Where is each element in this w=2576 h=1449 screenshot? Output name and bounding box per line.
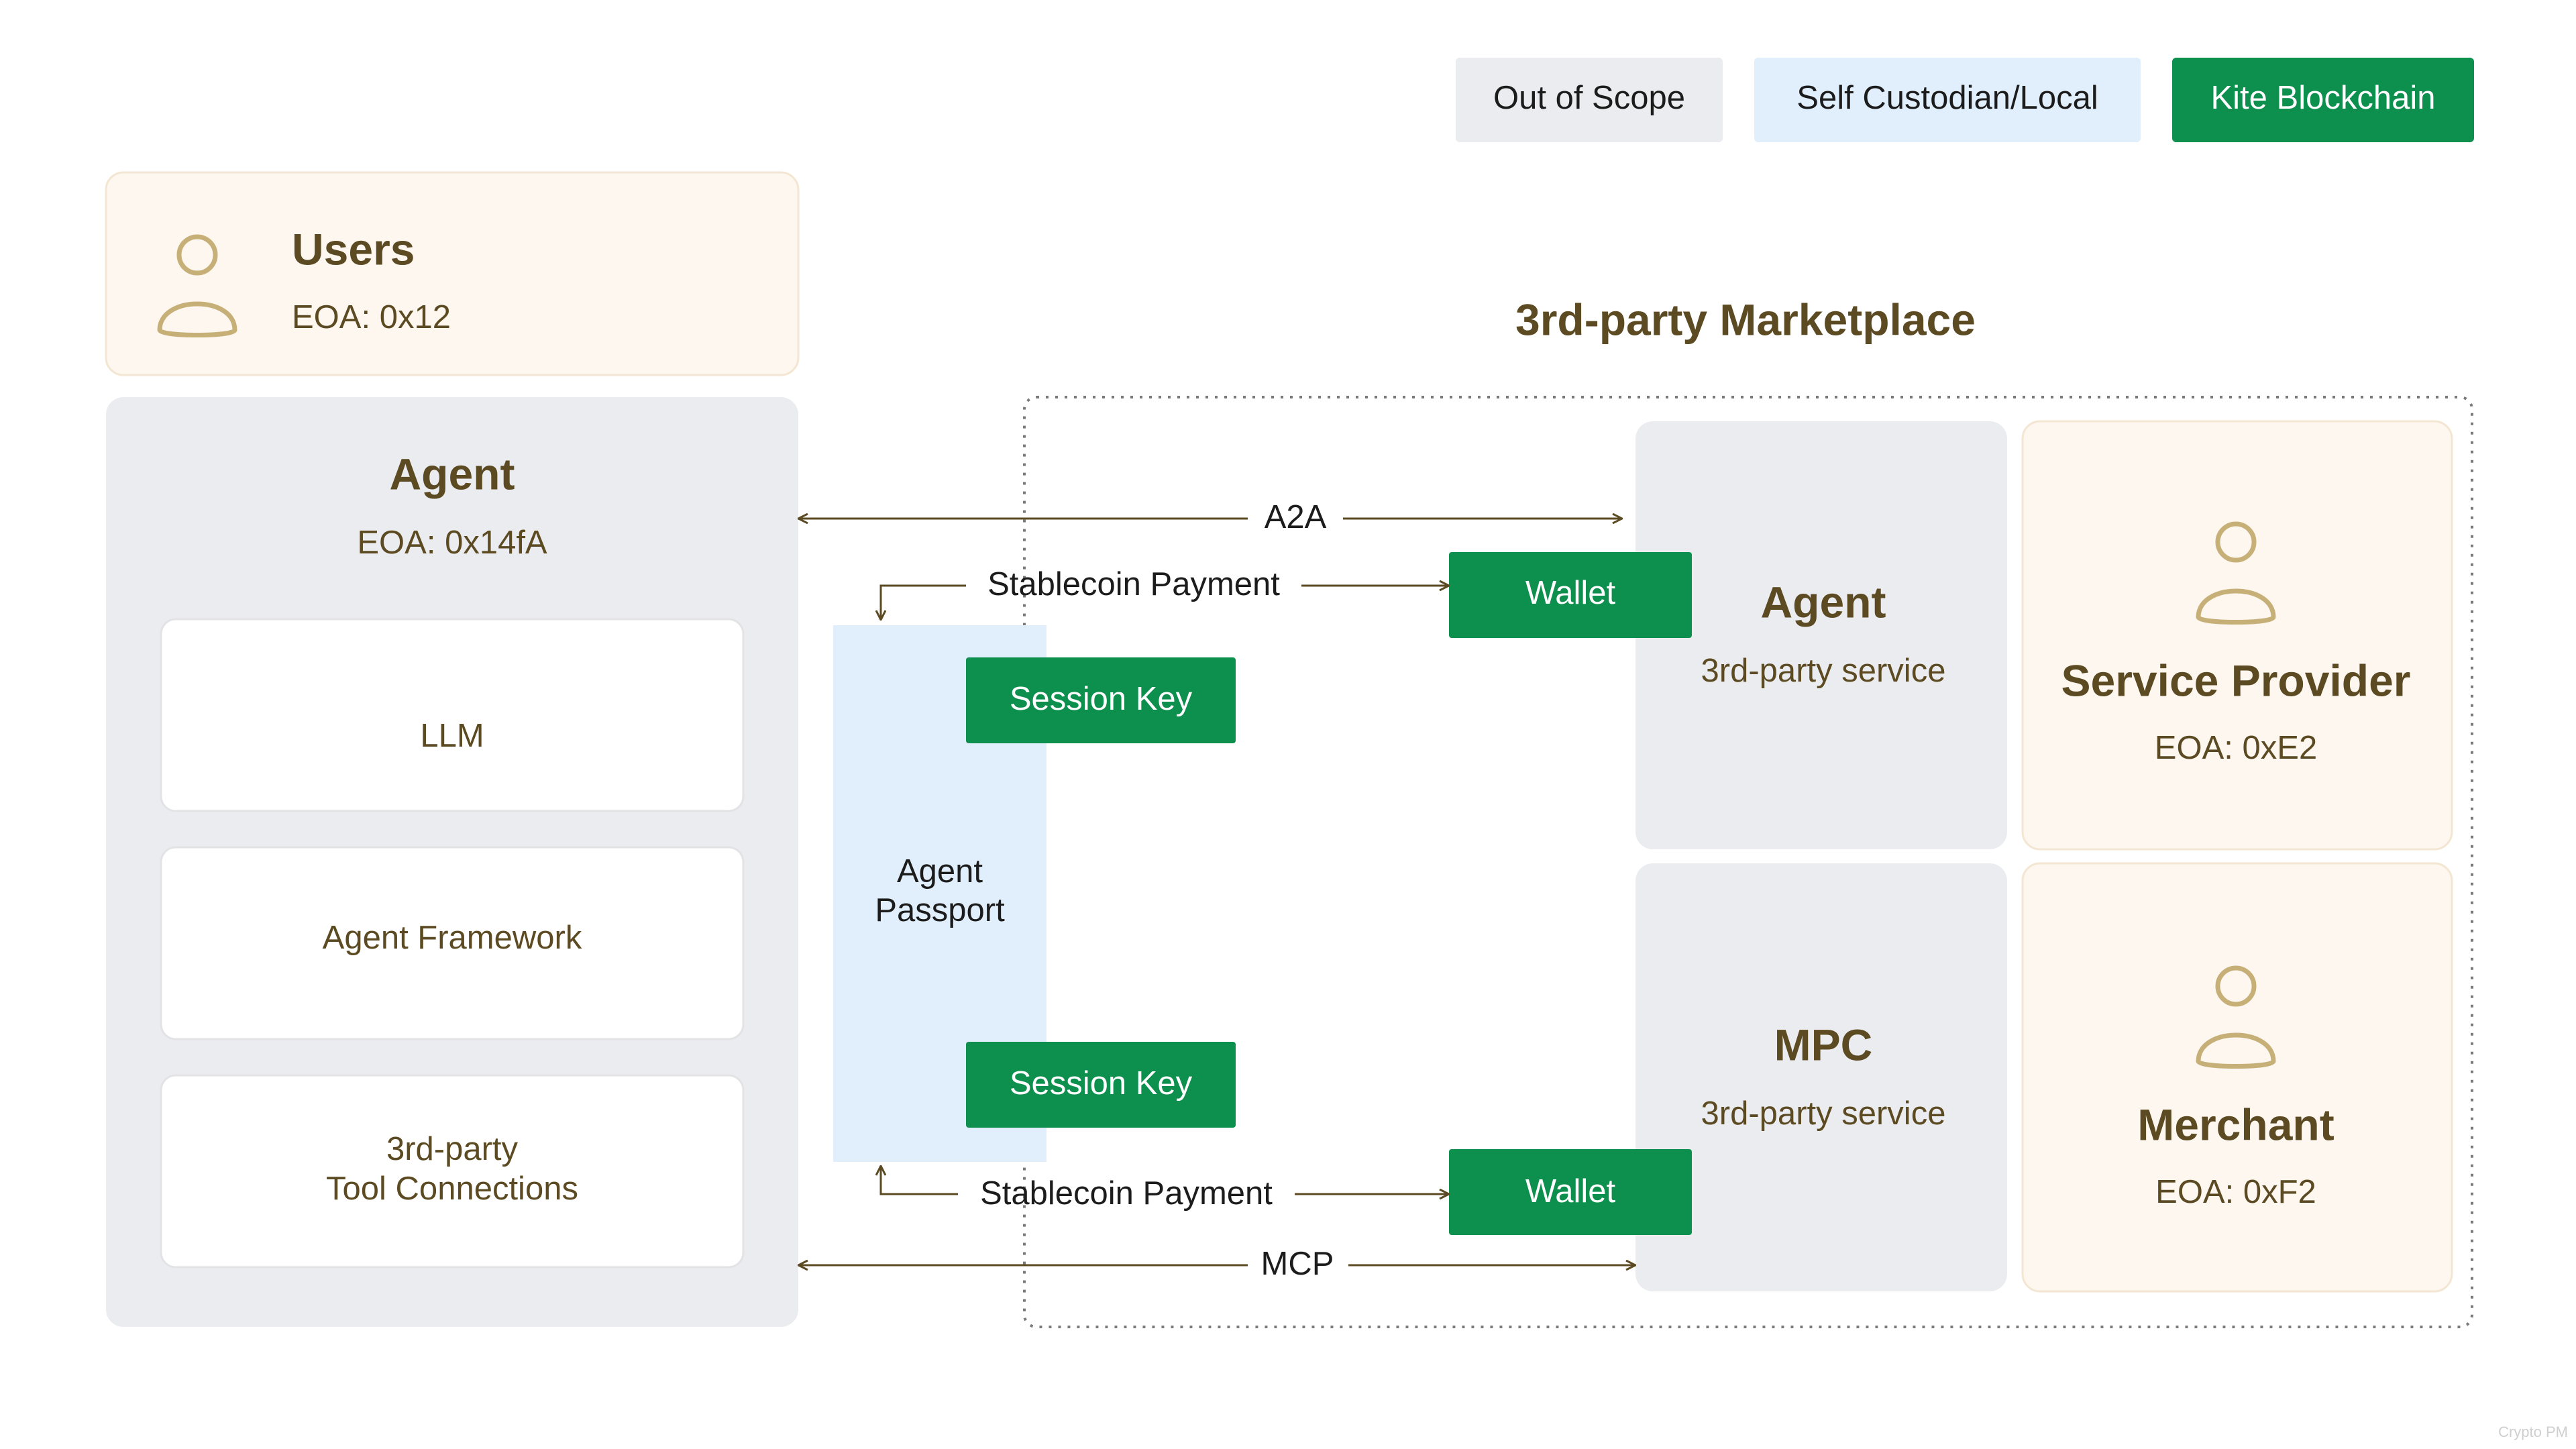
wallet-top: Wallet [1449,552,1692,638]
edge-stablecoin-top-label: Stablecoin Payment [987,566,1280,602]
watermark: Crypto PM [2498,1424,2568,1440]
legend-kite-blockchain-label: Kite Blockchain [2210,80,2435,116]
tool-connections-label-line1: 3rd-party [386,1131,519,1167]
mpc-service-subtitle: 3rd-party service [1701,1095,1946,1132]
session-key-top-label: Session Key [1010,681,1193,717]
users-eoa: EOA: 0x12 [292,299,451,335]
tool-connections-label-line2: Tool Connections [326,1171,578,1207]
agent-service-title: Agent [1761,577,1886,627]
edge-a2a: A2A [798,499,1622,535]
merchant-box: Merchant EOA: 0xF2 [2021,862,2453,1293]
mpc-service-box: MPC 3rd-party service [1635,863,2007,1291]
mpc-service-title: MPC [1774,1020,1873,1069]
session-key-top: Session Key [966,657,1236,743]
edge-mcp: MCP [798,1246,1635,1282]
agent-passport-line1: Agent [897,853,983,890]
merchant-title: Merchant [2137,1099,2334,1149]
service-provider-title: Service Provider [2061,655,2411,705]
agent-eoa: EOA: 0x14fA [357,525,547,561]
legend-kite-blockchain: Kite Blockchain [2172,58,2474,142]
edge-stablecoin-bottom-label: Stablecoin Payment [980,1175,1273,1212]
wallet-bottom: Wallet [1449,1149,1692,1235]
edge-stablecoin-top: Stablecoin Payment [881,566,1449,620]
merchant-eoa: EOA: 0xF2 [2155,1174,2316,1210]
agent-title: Agent [390,449,515,498]
merchant-user-icon [2196,965,2276,1069]
agent-service-box: Agent 3rd-party service [1635,421,2007,849]
edge-a2a-label: A2A [1265,499,1327,535]
users-title: Users [292,224,415,274]
legend-out-of-scope: Out of Scope [1456,58,1723,142]
edge-stablecoin-bottom: Stablecoin Payment [881,1166,1449,1212]
llm-card: LLM [160,618,745,812]
session-key-bottom-label: Session Key [1010,1065,1193,1102]
wallet-bottom-label: Wallet [1525,1173,1616,1210]
agent-framework-label: Agent Framework [323,920,582,956]
legend-self-custodian-label: Self Custodian/Local [1796,80,2098,116]
edge-mcp-label: MCP [1261,1246,1334,1282]
service-provider-eoa: EOA: 0xE2 [2155,730,2317,766]
agent-service-subtitle: 3rd-party service [1701,653,1946,689]
agent-framework-card: Agent Framework [160,846,745,1040]
llm-label: LLM [420,718,484,754]
session-key-bottom: Session Key [966,1042,1236,1128]
service-provider-box: Service Provider EOA: 0xE2 [2021,420,2453,851]
legend-out-of-scope-label: Out of Scope [1493,80,1685,116]
tool-connections-card: 3rd-party Tool Connections [160,1074,745,1269]
user-icon [157,234,237,337]
service-provider-user-icon [2196,521,2276,625]
agent-box: Agent EOA: 0x14fA LLM Agent Framework 3r… [106,397,798,1327]
agent-passport-line2: Passport [875,892,1005,928]
users-box: Users EOA: 0x12 [105,171,800,376]
legend-self-custodian: Self Custodian/Local [1754,58,2141,142]
legend: Out of Scope Self Custodian/Local Kite B… [1456,58,2474,142]
marketplace-title: 3rd-party Marketplace [1515,294,1976,344]
wallet-top-label: Wallet [1525,575,1616,611]
